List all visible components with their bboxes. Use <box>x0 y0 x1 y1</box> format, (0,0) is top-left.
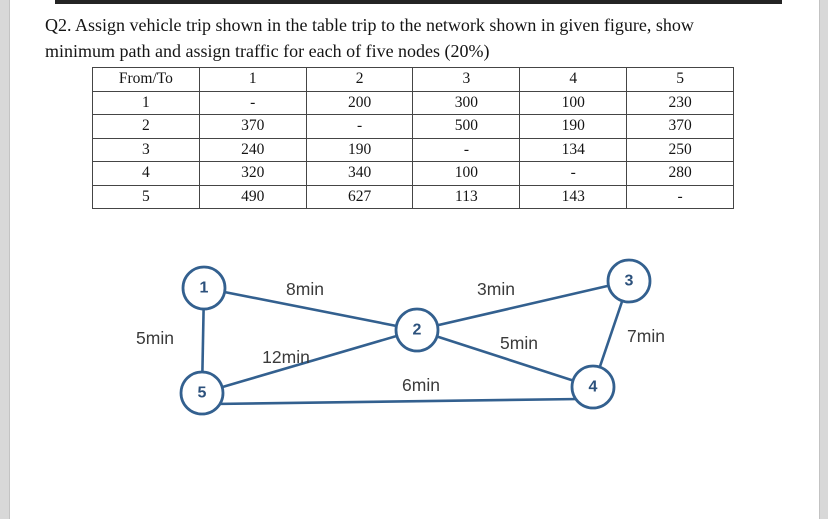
photo-edge-right <box>819 0 828 519</box>
node-4 <box>570 364 616 410</box>
edge-label-1-2: 8min <box>286 279 324 299</box>
table-value-cell: 370 <box>626 114 734 139</box>
table-value-cell: - <box>626 184 734 209</box>
table-value-cell: - <box>198 90 307 115</box>
node-label-4: 4 <box>589 379 598 396</box>
question-text: Q2. Assign vehicle trip shown in the tab… <box>45 12 805 64</box>
node-3 <box>606 258 652 304</box>
edge-label-2-4: 5min <box>500 333 538 353</box>
edge-label-5-2: 12min <box>262 347 310 367</box>
top-divider-rule <box>55 0 782 4</box>
table-header-cell: 1 <box>198 67 307 92</box>
table-header-cell: From/To <box>92 67 200 92</box>
edge-2-3 <box>416 279 630 332</box>
table-value-cell: 230 <box>626 90 734 115</box>
table-row-label-cell: 3 <box>92 137 200 162</box>
edge-label-5-4: 6min <box>402 375 440 395</box>
edge-label-1-5: 5min <box>136 328 174 348</box>
node-2 <box>394 307 440 353</box>
node-5 <box>179 370 225 416</box>
table-header-cell: 5 <box>626 67 734 92</box>
table-header-cell: 2 <box>305 67 414 92</box>
table-value-cell: 100 <box>519 90 628 115</box>
table-row-label-cell: 1 <box>92 90 200 115</box>
table-value-cell: 300 <box>412 90 521 115</box>
table-value-cell: 100 <box>412 161 521 186</box>
node-label-1: 1 <box>200 280 209 297</box>
table-value-cell: - <box>519 161 628 186</box>
table-header-cell: 4 <box>519 67 628 92</box>
edge-2-4 <box>416 328 594 389</box>
table-value-cell: 113 <box>412 184 521 209</box>
table-header-cell: 3 <box>412 67 521 92</box>
table-row-label-cell: 5 <box>92 184 200 209</box>
edge-5-2 <box>201 328 418 395</box>
node-label-3: 3 <box>625 273 634 290</box>
edge-label-3-4: 7min <box>627 326 665 346</box>
node-label-5: 5 <box>198 385 207 402</box>
edge-label-2-3: 3min <box>477 279 515 299</box>
question-line-2: minimum path and assign traffic for each… <box>45 41 490 61</box>
table-value-cell: 200 <box>305 90 414 115</box>
edge-1-2 <box>203 286 418 332</box>
node-1 <box>181 265 227 311</box>
table-row-label-cell: 4 <box>92 161 200 186</box>
table-value-cell: 320 <box>198 161 307 186</box>
edge-5-4 <box>212 397 581 406</box>
question-line-1: Q2. Assign vehicle trip shown in the tab… <box>45 15 694 35</box>
photo-edge-left <box>0 0 10 519</box>
node-label-2: 2 <box>413 322 422 339</box>
table-value-cell: 490 <box>198 184 307 209</box>
table-value-cell: 627 <box>305 184 414 209</box>
